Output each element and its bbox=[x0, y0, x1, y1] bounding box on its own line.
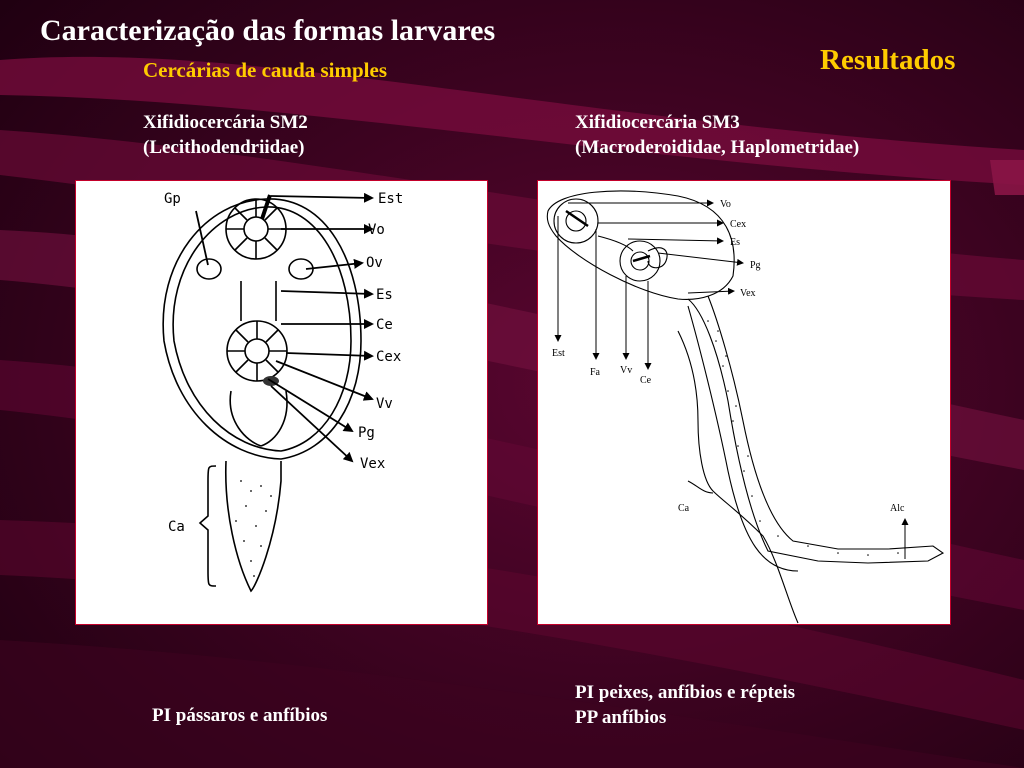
right-label-vex: Vex bbox=[740, 288, 756, 299]
right-host-line-2: PP anfíbios bbox=[575, 707, 667, 728]
right-caption-family: (Macroderoididae, Haplometridae) bbox=[575, 137, 860, 158]
right-label-est: Est bbox=[552, 348, 565, 359]
right-diagram-panel: Vo Cex Es Pg Vex Est Fa Vv Ce Ca Alc bbox=[537, 180, 951, 625]
left-diagram-panel: Gp Est Vo Ov Es Ce Cex Vv Pg Vex Ca bbox=[75, 180, 488, 625]
left-label-vo: Vo bbox=[368, 222, 385, 238]
right-label-alc: Alc bbox=[890, 503, 905, 514]
right-label-cex: Cex bbox=[730, 219, 746, 230]
right-host-info: PI peixes, anfíbios e répteis PP anfíbio… bbox=[575, 680, 795, 730]
left-host-info: PI pássaros e anfíbios bbox=[152, 705, 328, 726]
left-label-ce: Ce bbox=[376, 317, 393, 333]
slide-subtitle: Cercárias de cauda simples bbox=[143, 58, 388, 82]
section-label: Resultados bbox=[820, 44, 956, 76]
left-label-est: Est bbox=[378, 191, 403, 207]
right-label-vo: Vo bbox=[720, 199, 731, 210]
right-caption-name: Xifidiocercária SM3 bbox=[575, 112, 740, 133]
left-label-es: Es bbox=[376, 287, 393, 303]
right-caption: Xifidiocercária SM3 (Macroderoididae, Ha… bbox=[575, 110, 859, 160]
right-label-ce: Ce bbox=[640, 375, 652, 386]
left-label-pg: Pg bbox=[358, 425, 375, 441]
left-caption: Xifidiocercária SM2 (Lecithodendriidae) bbox=[143, 110, 308, 160]
right-label-pg: Pg bbox=[750, 260, 761, 271]
right-label-es: Es bbox=[730, 237, 740, 248]
cercaria-sm2-diagram: Gp Est Vo Ov Es Ce Cex Vv Pg Vex Ca bbox=[162, 191, 403, 593]
cercaria-sm3-diagram: Vo Cex Es Pg Vex Est Fa Vv Ce Ca Alc bbox=[546, 190, 945, 624]
right-host-line-1: PI peixes, anfíbios e répteis bbox=[575, 682, 796, 703]
right-label-vv: Vv bbox=[620, 365, 632, 376]
left-label-ca: Ca bbox=[168, 519, 185, 535]
left-label-gp: Gp bbox=[164, 191, 181, 207]
left-caption-name: Xifidiocercária SM2 bbox=[143, 112, 308, 133]
left-label-ov: Ov bbox=[366, 255, 383, 271]
right-label-fa: Fa bbox=[590, 367, 601, 378]
left-label-cex: Cex bbox=[376, 349, 401, 365]
left-label-vv: Vv bbox=[376, 396, 393, 412]
left-caption-family: (Lecithodendriidae) bbox=[143, 137, 305, 158]
left-label-vex: Vex bbox=[360, 456, 385, 472]
right-label-ca: Ca bbox=[678, 503, 690, 514]
slide-title: Caracterização das formas larvares bbox=[40, 14, 496, 47]
